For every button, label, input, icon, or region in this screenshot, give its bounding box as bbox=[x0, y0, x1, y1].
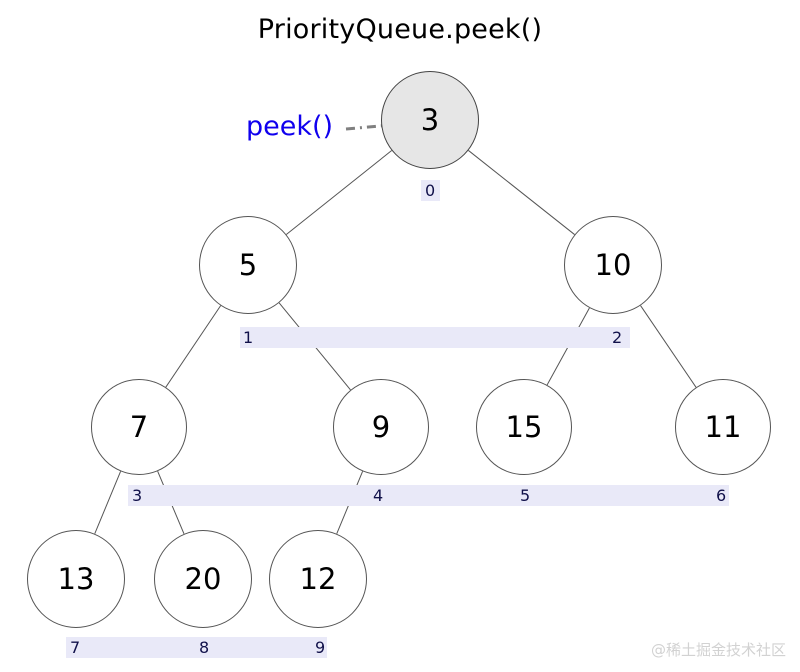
heap-node-6[interactable]: 11 bbox=[675, 379, 771, 475]
heap-node-value: 5 bbox=[238, 248, 258, 282]
index-label-4: 4 bbox=[371, 485, 386, 506]
edge-1-3 bbox=[165, 305, 222, 388]
index-label-6: 6 bbox=[714, 485, 729, 506]
heap-node-value: 13 bbox=[57, 562, 95, 596]
edge-3-7 bbox=[94, 471, 122, 534]
index-label-0: 0 bbox=[423, 180, 438, 201]
edge-0-2 bbox=[468, 150, 575, 235]
heap-node-4[interactable]: 9 bbox=[333, 379, 429, 475]
index-band-level-3 bbox=[66, 637, 325, 658]
heap-node-value: 15 bbox=[505, 410, 543, 444]
peek-label: peek() bbox=[246, 111, 334, 142]
index-band-level-2 bbox=[128, 485, 729, 506]
heap-node-value: 20 bbox=[184, 562, 222, 596]
heap-node-value: 10 bbox=[594, 248, 632, 282]
tree-edges bbox=[94, 150, 697, 535]
index-band-level-1 bbox=[240, 327, 630, 348]
index-label-5: 5 bbox=[518, 485, 533, 506]
heap-node-8[interactable]: 20 bbox=[154, 530, 252, 628]
heap-node-9[interactable]: 12 bbox=[269, 530, 367, 628]
index-label-8: 8 bbox=[197, 637, 212, 658]
edge-2-6 bbox=[640, 305, 697, 388]
watermark: @稀土掘金技术社区 bbox=[650, 641, 786, 659]
heap-node-2[interactable]: 10 bbox=[564, 216, 662, 314]
heap-node-0[interactable]: 3 bbox=[381, 71, 479, 169]
heap-node-value: 11 bbox=[704, 410, 742, 444]
heap-node-3[interactable]: 7 bbox=[91, 379, 187, 475]
heap-node-5[interactable]: 15 bbox=[476, 379, 572, 475]
heap-node-7[interactable]: 13 bbox=[27, 530, 125, 628]
index-label-9: 9 bbox=[313, 637, 328, 658]
heap-node-value: 12 bbox=[299, 562, 337, 596]
index-label-7: 7 bbox=[68, 637, 83, 658]
index-label-2: 2 bbox=[610, 327, 625, 348]
heap-node-value: 9 bbox=[371, 410, 391, 444]
page-title: PriorityQueue.peek() bbox=[257, 14, 543, 45]
index-label-1: 1 bbox=[241, 327, 256, 348]
heap-node-value: 7 bbox=[129, 410, 149, 444]
heap-node-value: 3 bbox=[420, 103, 440, 137]
edge-0-1 bbox=[286, 150, 392, 235]
index-label-3: 3 bbox=[130, 485, 145, 506]
heap-node-1[interactable]: 5 bbox=[199, 216, 297, 314]
